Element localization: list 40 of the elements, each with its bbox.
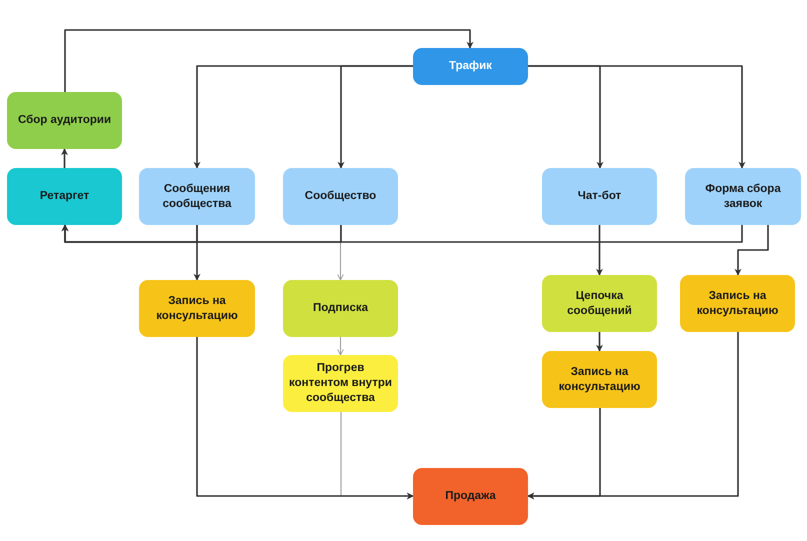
arrow bbox=[62, 224, 743, 243]
node-label: Запись на консультацию bbox=[155, 294, 239, 324]
process-box bbox=[283, 168, 398, 225]
node-label: Подписка bbox=[312, 301, 368, 316]
arrow bbox=[734, 225, 769, 276]
arrow bbox=[337, 336, 344, 356]
node-label: Прогрев контентом внутри сообщества bbox=[289, 361, 392, 406]
node-label: Форма сбора заявок bbox=[704, 182, 782, 212]
arrow bbox=[196, 337, 414, 500]
process-box bbox=[685, 168, 801, 225]
process-box bbox=[542, 168, 657, 225]
node-label: Сбор аудитории bbox=[18, 113, 112, 128]
process-box bbox=[283, 280, 398, 337]
process-box bbox=[7, 92, 122, 149]
arrow bbox=[64, 29, 474, 92]
process-box bbox=[7, 168, 122, 225]
process-box bbox=[413, 48, 528, 85]
node-label: Цепочка сообщений bbox=[566, 288, 633, 318]
node-label: Продажа bbox=[445, 489, 496, 504]
node-label: Чат-бот bbox=[578, 189, 622, 204]
node-label: Запись на консультацию bbox=[696, 288, 780, 318]
node-label: Ретаргет bbox=[40, 189, 90, 204]
arrow bbox=[527, 332, 739, 500]
arrow bbox=[596, 332, 603, 352]
process-box bbox=[542, 351, 657, 408]
node-label: Сообщения сообщества bbox=[162, 182, 232, 212]
arrow bbox=[528, 65, 746, 169]
arrow bbox=[61, 148, 68, 168]
process-box bbox=[139, 168, 255, 225]
node-label: Трафик bbox=[449, 59, 492, 74]
process-box bbox=[413, 468, 528, 525]
process-box bbox=[283, 355, 398, 412]
process-box bbox=[139, 280, 255, 337]
arrow bbox=[596, 225, 603, 276]
process-box bbox=[542, 275, 657, 332]
node-label: Запись на консультацию bbox=[558, 364, 642, 394]
node-label: Сообщество bbox=[304, 189, 376, 204]
arrow bbox=[194, 225, 200, 281]
arrow bbox=[338, 65, 413, 169]
process-box bbox=[680, 275, 795, 332]
